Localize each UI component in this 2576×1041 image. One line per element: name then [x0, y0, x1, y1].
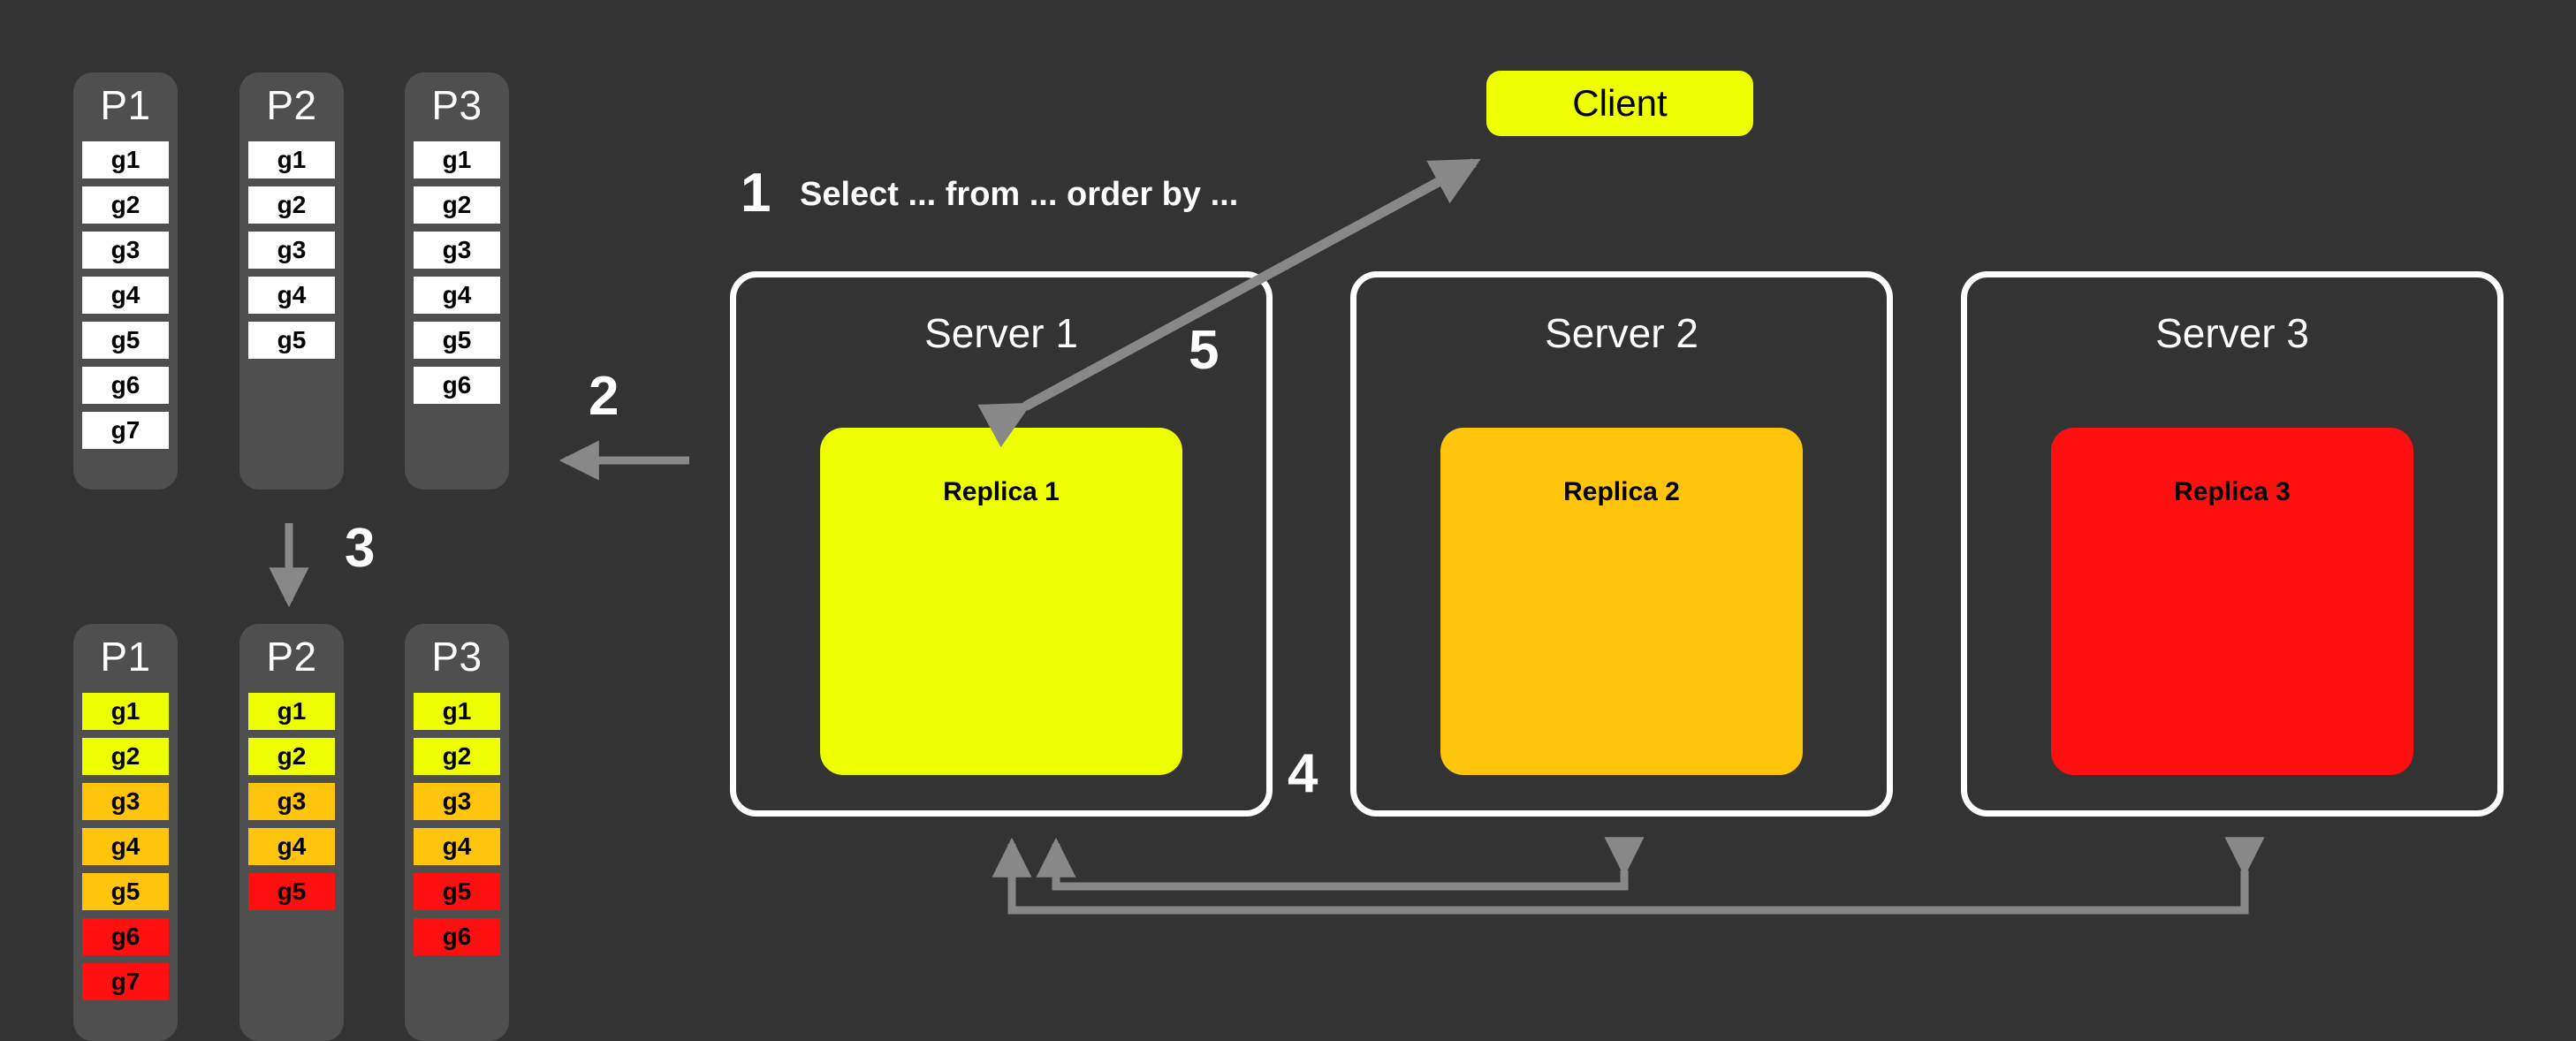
partition-cell: g3: [414, 232, 500, 269]
step-number-5: 5: [1189, 320, 1220, 381]
partition-cell: g6: [414, 918, 500, 955]
replica-2-box[interactable]: Replica 2: [1440, 428, 1803, 775]
step-number-4: 4: [1288, 743, 1318, 804]
partition-cells: g1 g2 g3 g4 g5: [248, 141, 335, 367]
partition-cells: g1 g2 g3 g4 g5 g6: [414, 693, 500, 963]
partition-title: P1: [100, 82, 151, 128]
partition-cell: g2: [414, 186, 500, 224]
partition-cell: g7: [82, 412, 169, 449]
step-number-2: 2: [589, 366, 619, 427]
partition-p2-top: P2 g1 g2 g3 g4 g5: [239, 72, 344, 490]
partition-title: P2: [266, 634, 317, 680]
partition-cell: g1: [248, 141, 335, 179]
server-title: Server 1: [924, 310, 1078, 356]
partition-cell: g1: [82, 141, 169, 179]
server-2-box: Server 2 Replica 2: [1350, 271, 1893, 817]
partition-cell: g4: [82, 828, 169, 865]
partition-cells: g1 g2 g3 g4 g5: [248, 693, 335, 918]
partition-cell: g3: [248, 783, 335, 820]
partition-cell: g4: [414, 828, 500, 865]
partition-p1-top: P1 g1 g2 g3 g4 g5 g6 g7: [73, 72, 178, 490]
partition-cell: g2: [414, 738, 500, 775]
partition-cell: g6: [82, 367, 169, 404]
server-title: Server 2: [1545, 310, 1698, 356]
replica-label: Replica 1: [943, 477, 1060, 506]
partition-cell: g4: [82, 277, 169, 314]
partition-p3-bottom: P3 g1 g2 g3 g4 g5 g6: [405, 624, 509, 1041]
server-1-box: Server 1 Replica 1: [730, 271, 1273, 817]
partition-cell: g3: [82, 232, 169, 269]
partition-cells: g1 g2 g3 g4 g5 g6: [414, 141, 500, 412]
partition-cell: g6: [82, 918, 169, 955]
client-label: Client: [1572, 82, 1668, 124]
partition-cell: g5: [414, 873, 500, 910]
partition-p1-bottom: P1 g1 g2 g3 g4 g5 g6 g7: [73, 624, 178, 1041]
partition-cell: g6: [414, 367, 500, 404]
arrow-step-4-inner: [1036, 837, 1645, 891]
step-number-1: 1: [741, 163, 771, 224]
partition-cell: g3: [82, 783, 169, 820]
partition-cell: g4: [414, 277, 500, 314]
partition-title: P1: [100, 634, 151, 680]
partition-title: P2: [266, 82, 317, 128]
partition-cell: g5: [414, 322, 500, 359]
replica-1-box[interactable]: Replica 1: [820, 428, 1182, 775]
partition-cells: g1 g2 g3 g4 g5 g6 g7: [82, 693, 169, 1008]
arrow-step-4-outer: [992, 837, 2265, 915]
partition-cell: g5: [248, 322, 335, 359]
partition-cell: g5: [82, 322, 169, 359]
partition-cell: g7: [82, 963, 169, 1000]
partition-cell: g2: [82, 738, 169, 775]
replica-label: Replica 3: [2174, 477, 2291, 506]
partition-cell: g1: [414, 141, 500, 179]
step-number-3: 3: [345, 518, 376, 579]
partition-cell: g2: [248, 738, 335, 775]
partition-p2-bottom: P2 g1 g2 g3 g4 g5: [239, 624, 344, 1041]
query-label: Select ... from ... order by ...: [800, 176, 1239, 213]
partition-cell: g5: [82, 873, 169, 910]
replica-label: Replica 2: [1563, 477, 1680, 506]
partition-cell: g5: [248, 873, 335, 910]
partition-cell: g3: [248, 232, 335, 269]
partition-cell: g3: [414, 783, 500, 820]
partition-cell: g2: [82, 186, 169, 224]
partition-cell: g4: [248, 828, 335, 865]
server-title: Server 3: [2155, 310, 2309, 356]
partition-cell: g1: [414, 693, 500, 730]
partition-cell: g4: [248, 277, 335, 314]
partition-title: P3: [431, 82, 483, 128]
server-3-box: Server 3 Replica 3: [1961, 271, 2504, 817]
partition-cell: g1: [82, 693, 169, 730]
replica-3-box[interactable]: Replica 3: [2051, 428, 2413, 775]
partition-p3-top: P3 g1 g2 g3 g4 g5 g6: [405, 72, 509, 490]
partition-cell: g1: [248, 693, 335, 730]
partition-title: P3: [431, 634, 483, 680]
client-box[interactable]: Client: [1486, 71, 1753, 136]
partition-cells: g1 g2 g3 g4 g5 g6 g7: [82, 141, 169, 457]
partition-cell: g2: [248, 186, 335, 224]
